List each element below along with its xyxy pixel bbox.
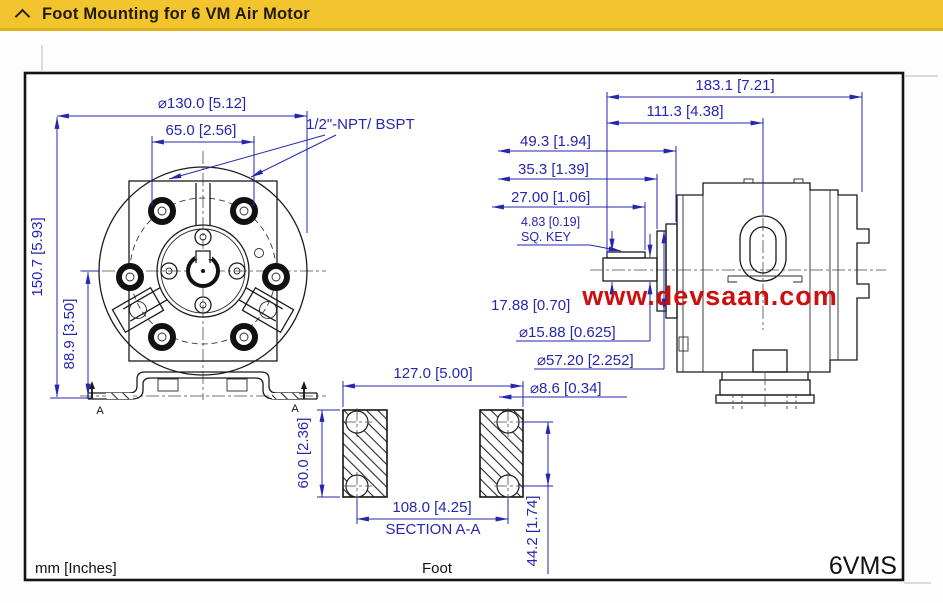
accordion-header[interactable]: Foot Mounting for 6 VM Air Motor bbox=[0, 0, 943, 31]
section-cut-markers: A A bbox=[89, 381, 307, 417]
dim-flange-od: ⌀130.0 [5.12] bbox=[158, 95, 246, 112]
section-view bbox=[342, 408, 524, 501]
dim-flange-thickness: 35.3 [1.39] bbox=[518, 161, 589, 178]
foot-bracket bbox=[87, 371, 318, 400]
front-dimensions: ⌀130.0 [5.12] 65.0 [2.56] 1/2"-NPT/ BSPT… bbox=[29, 95, 415, 399]
units-label: mm [Inches] bbox=[35, 560, 117, 577]
foot-holes bbox=[343, 408, 523, 501]
key-callout-size: 4.83 [0.19] bbox=[521, 215, 580, 229]
dim-foot-hole-pitch: 44.2 [1.74] bbox=[524, 496, 541, 567]
section-label: SECTION A-A bbox=[385, 521, 480, 538]
dim-port-spacing: 65.0 [2.56] bbox=[166, 122, 237, 139]
dim-key-height: 17.88 [0.70] bbox=[491, 297, 570, 314]
dim-shaft-extension: 49.3 [1.94] bbox=[520, 133, 591, 150]
model-label: 6VMS bbox=[829, 552, 897, 580]
key-callout-label: SQ. KEY bbox=[521, 230, 572, 244]
dim-pilot-dia: ⌀57.20 [2.252] bbox=[537, 352, 634, 369]
dim-key-length: 27.00 [1.06] bbox=[511, 189, 590, 206]
side-view bbox=[590, 178, 886, 410]
dim-foot-width: 60.0 [2.36] bbox=[295, 418, 312, 489]
dim-body-length: 111.3 [4.38] bbox=[646, 103, 723, 120]
chevron-up-icon[interactable] bbox=[16, 7, 30, 21]
sheet-border bbox=[23, 71, 905, 582]
dim-foot-hole-dia: ⌀8.6 [0.34] bbox=[530, 380, 602, 397]
bolt-holes bbox=[116, 197, 290, 351]
dim-overall-length: 183.1 [7.21] bbox=[695, 77, 774, 94]
view-label: Foot bbox=[422, 560, 453, 577]
port-callout: 1/2"-NPT/ BSPT bbox=[306, 116, 415, 133]
section-marker-a-left: A bbox=[96, 405, 104, 417]
technical-drawing: A A ⌀130.0 [5.12] 65.0 [2.56] 1/2"-NPT/ … bbox=[23, 45, 938, 584]
title-block: mm [Inches] Foot 6VMS bbox=[35, 552, 897, 580]
watermark: www.devsaan.com bbox=[581, 281, 838, 311]
dim-foot-length: 127.0 [5.00] bbox=[393, 365, 472, 382]
dim-centerline-height: 88.9 [3.50] bbox=[61, 299, 78, 370]
dim-foot-hole-spacing: 108.0 [4.25] bbox=[392, 499, 471, 516]
page-title: Foot Mounting for 6 VM Air Motor bbox=[42, 4, 310, 23]
section-marker-a-right: A bbox=[291, 403, 299, 415]
dim-shaft-dia: ⌀15.88 [0.625] bbox=[519, 324, 616, 341]
dim-overall-height: 150.7 [5.93] bbox=[29, 217, 46, 296]
side-dimensions: 183.1 [7.21] 111.3 [4.38] 49.3 [1.94] 35… bbox=[491, 77, 863, 400]
section-dimensions: 127.0 [5.00] 60.0 [2.36] 108.0 [4.25] 44… bbox=[295, 365, 553, 574]
